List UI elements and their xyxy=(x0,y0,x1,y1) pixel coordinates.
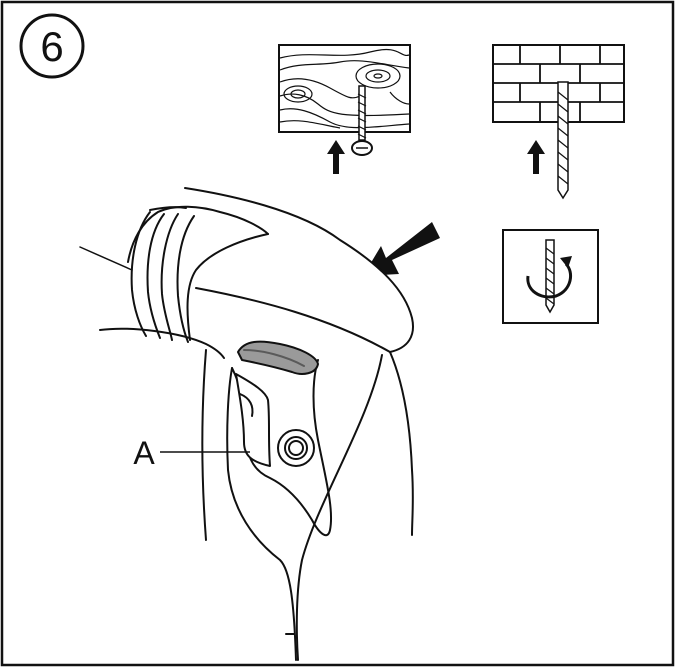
press-arrow-icon xyxy=(363,222,440,276)
up-arrow-icon xyxy=(527,140,545,174)
step-circle xyxy=(19,13,85,79)
rotation-drill-icon xyxy=(502,229,599,324)
screw-in-wood-icon xyxy=(278,44,411,174)
callout-label: A xyxy=(133,435,155,471)
drill-in-brick-wall-icon xyxy=(492,44,625,200)
callout-a: A xyxy=(133,435,250,471)
drill-body xyxy=(79,187,414,661)
step-number: 6 xyxy=(40,23,63,70)
step-badge: 6 xyxy=(19,13,85,79)
up-arrow-icon xyxy=(327,140,345,174)
